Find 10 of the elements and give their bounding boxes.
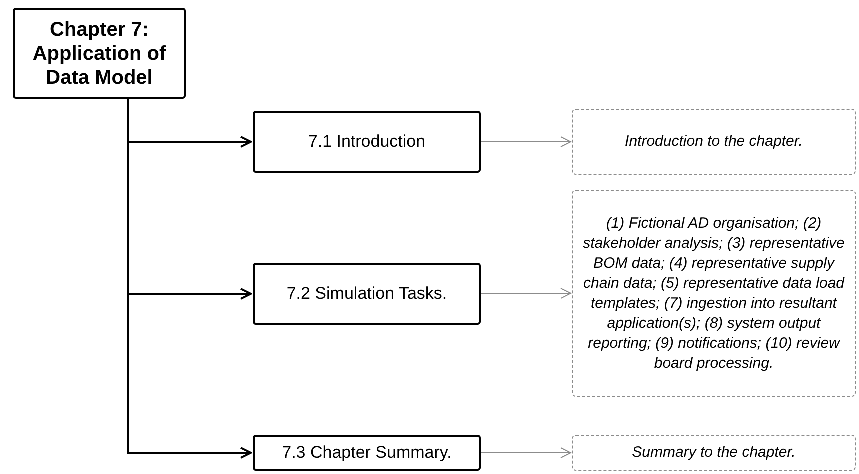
arrow: [480, 448, 572, 458]
description-box: (1) Fictional AD organisation; (2) stakeholder analysis; (3) representative BOM data; (4) representative supply chain data; (5) representative data load templates; (7) ingestion into resultant application(s); (8) system output reporting; (9) notifications; (10) review board processing.: [572, 190, 856, 397]
description-box: Summary to the chapter.: [572, 435, 856, 471]
description-box: Introduction to the chapter.: [572, 109, 856, 175]
section-box: 7.2 Simulation Tasks.: [253, 263, 481, 325]
section-box: 7.3 Chapter Summary.: [253, 435, 481, 471]
arrow: [480, 136, 572, 148]
section-box: 7.1 Introduction: [253, 111, 481, 173]
chapter-box: Chapter 7: Application of Data Model: [13, 8, 186, 99]
arrow: [480, 288, 572, 300]
